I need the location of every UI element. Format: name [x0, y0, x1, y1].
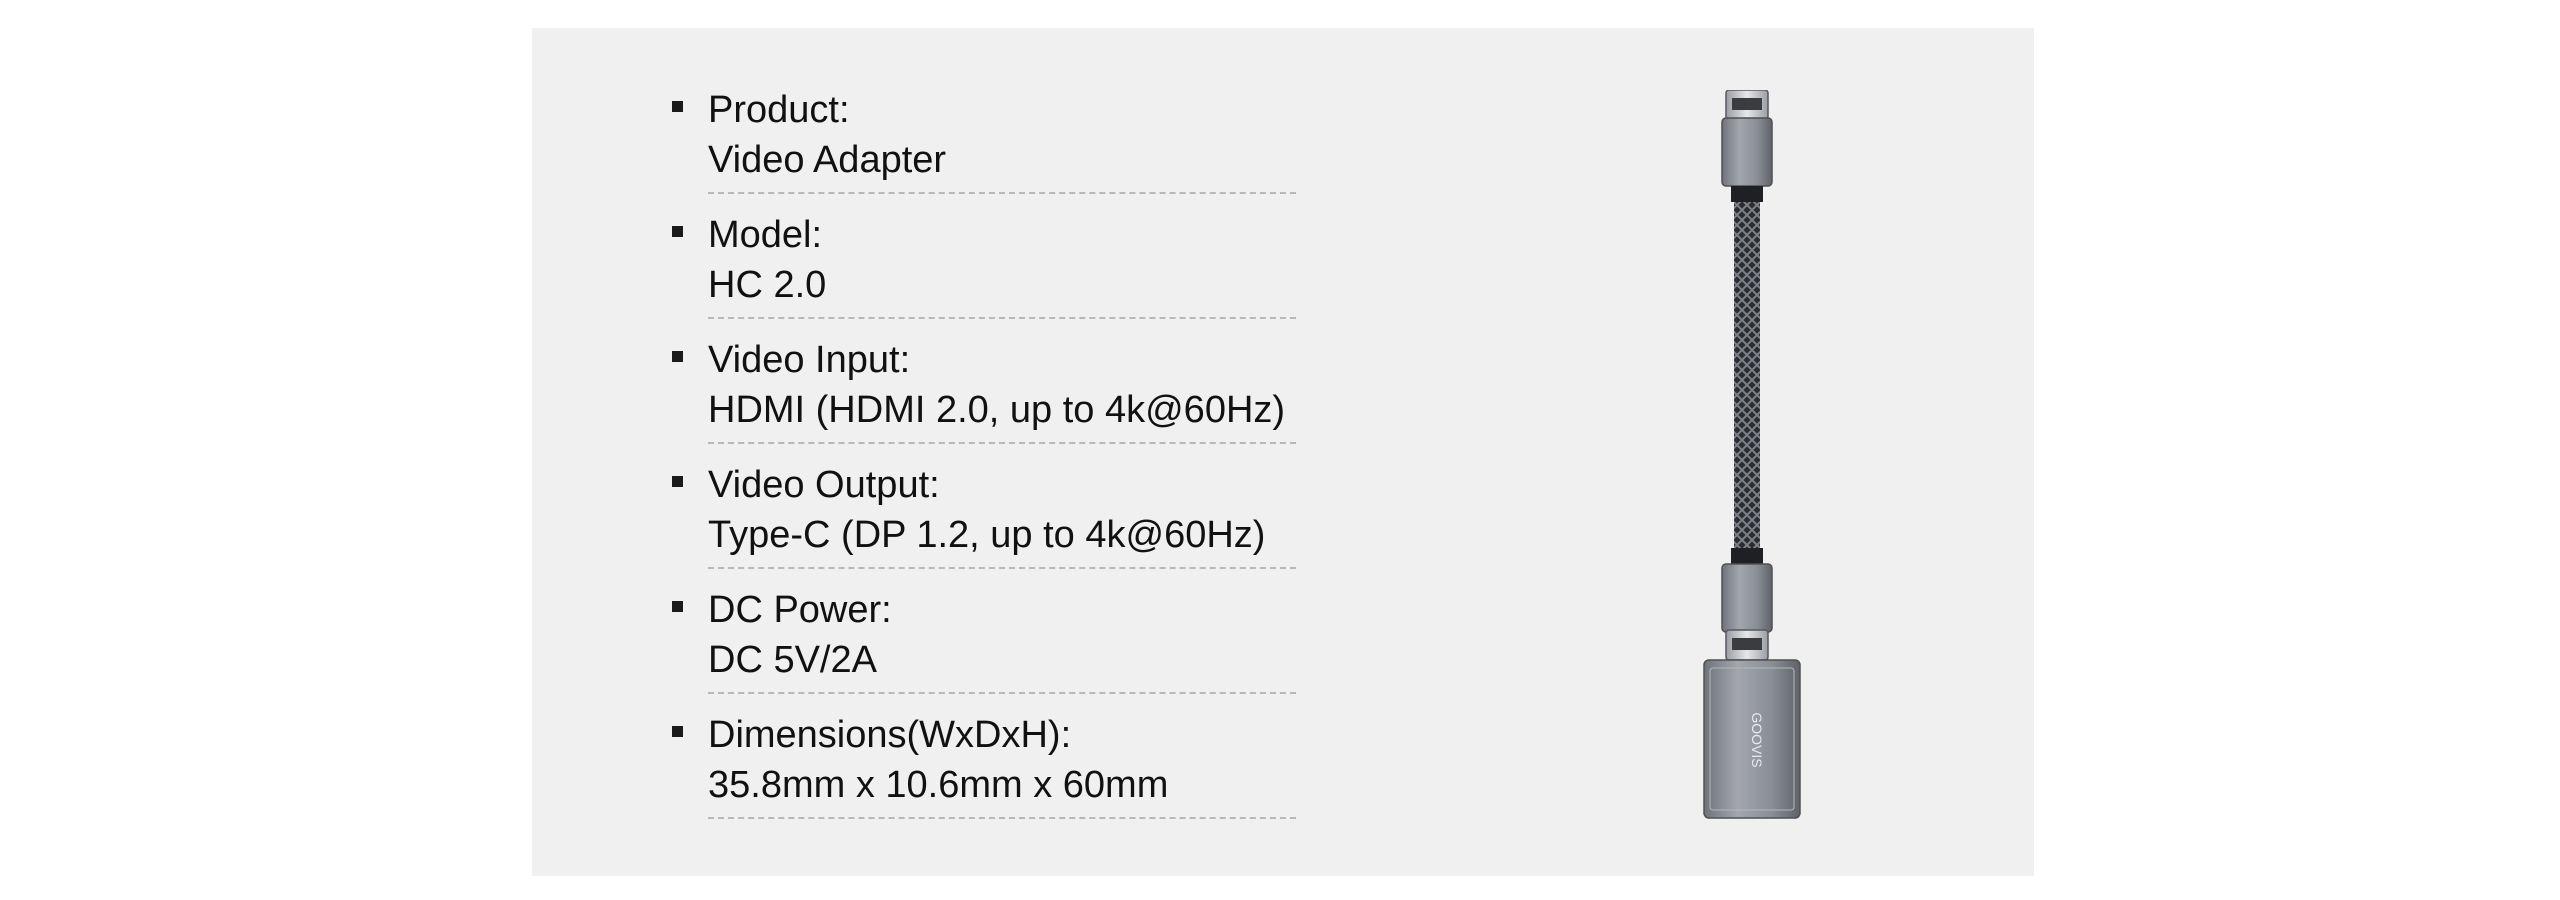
dashed-divider	[708, 692, 1296, 694]
adapter-housing: GOOVIS	[1703, 659, 1801, 819]
hdmi-plug-top	[1721, 90, 1773, 202]
dashed-divider	[708, 567, 1296, 569]
spec-list: Product: Video Adapter Model: HC 2.0 Vid…	[672, 88, 1296, 838]
spec-label: Model:	[708, 214, 823, 256]
bullet-square-icon	[672, 601, 683, 612]
dashed-divider	[708, 317, 1296, 319]
spec-value: HDMI (HDMI 2.0, up to 4k@60Hz)	[708, 389, 1286, 431]
hdmi-plug-middle	[1721, 548, 1773, 661]
spec-label: DC Power:	[708, 589, 892, 631]
braided-cable	[1734, 202, 1760, 562]
spec-label: Product:	[708, 89, 850, 131]
dashed-divider	[708, 442, 1296, 444]
spec-item-product: Product: Video Adapter	[672, 88, 1296, 213]
bullet-square-icon	[672, 226, 683, 237]
spec-value: HC 2.0	[708, 264, 827, 306]
spec-value: Video Adapter	[708, 139, 947, 181]
spec-label: Video Output:	[708, 464, 940, 506]
spec-item-model: Model: HC 2.0	[672, 213, 1296, 338]
spec-item-dc-power: DC Power: DC 5V/2A	[672, 588, 1296, 713]
bullet-square-icon	[672, 351, 683, 362]
spec-value: DC 5V/2A	[708, 639, 877, 681]
spec-value: 35.8mm x 10.6mm x 60mm	[708, 764, 1169, 806]
spec-label: Video Input:	[708, 339, 911, 381]
dashed-divider	[708, 817, 1296, 819]
spec-label: Dimensions(WxDxH):	[708, 714, 1072, 756]
spec-panel: Product: Video Adapter Model: HC 2.0 Vid…	[532, 28, 2034, 876]
bullet-square-icon	[672, 726, 683, 737]
spec-item-video-output: Video Output: Type-C (DP 1.2, up to 4k@6…	[672, 463, 1296, 588]
brand-logo: GOOVIS	[1749, 712, 1765, 767]
spec-item-dimensions: Dimensions(WxDxH): 35.8mm x 10.6mm x 60m…	[672, 713, 1296, 838]
bullet-square-icon	[672, 101, 683, 112]
video-adapter-product-image: GOOVIS	[1703, 90, 1801, 819]
bullet-square-icon	[672, 476, 683, 487]
spec-item-video-input: Video Input: HDMI (HDMI 2.0, up to 4k@60…	[672, 338, 1296, 463]
spec-value: Type-C (DP 1.2, up to 4k@60Hz)	[708, 514, 1266, 556]
dashed-divider	[708, 192, 1296, 194]
